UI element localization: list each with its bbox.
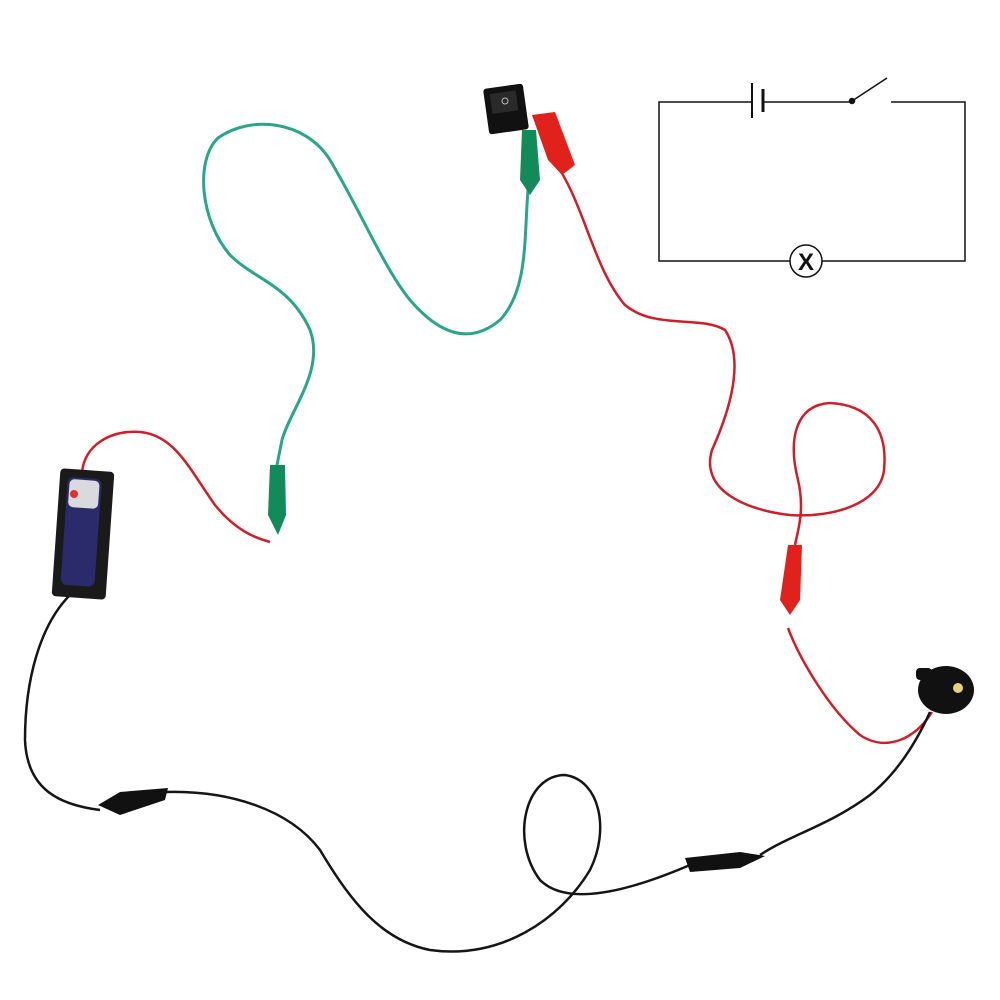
red-clip-buzzer xyxy=(780,545,802,615)
switch-symbol-lever xyxy=(851,77,888,102)
alligator-clips xyxy=(98,112,802,872)
lamp-symbol xyxy=(789,244,823,278)
green-clip-battery xyxy=(268,465,286,535)
switch-symbol-pivot xyxy=(848,97,856,105)
red-wire-switch xyxy=(558,169,886,546)
red-clip-switch xyxy=(532,112,575,175)
circuit-schematic xyxy=(658,77,966,278)
black-clip-battery xyxy=(98,788,168,815)
black-clip-buzzer xyxy=(685,852,765,872)
green-clip-switch xyxy=(520,130,540,195)
rocker-switch xyxy=(483,83,529,135)
lamp-symbol-label: X xyxy=(798,249,814,276)
green-wire xyxy=(202,122,530,471)
black-wire xyxy=(23,594,932,953)
red-wire-battery xyxy=(80,430,271,544)
red-wire-buzzer xyxy=(786,627,934,745)
schematic-wire xyxy=(658,101,966,262)
battery-holder xyxy=(51,468,115,600)
buzzer xyxy=(916,666,974,714)
